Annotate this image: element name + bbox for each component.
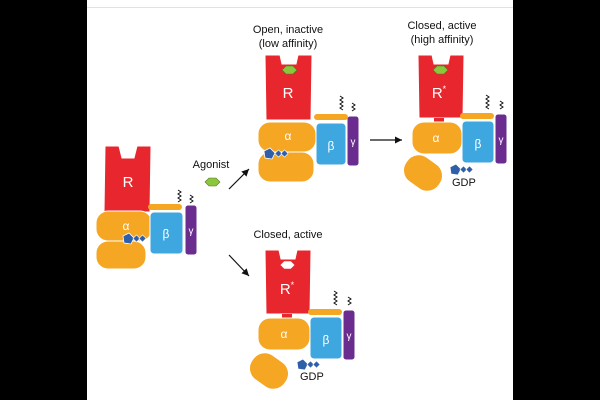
arrow-to-open: [228, 168, 250, 190]
alpha-label: α: [285, 129, 292, 143]
hexagon-icon: [279, 260, 296, 270]
receptor-label: R: [283, 85, 294, 102]
lipid-anchor-bar: [314, 114, 348, 120]
receptor-shape: [264, 54, 313, 121]
lipid-tail: [189, 194, 194, 204]
lipid-anchor-bar: [148, 204, 182, 210]
gamma-subunit: [342, 309, 356, 361]
phosphate-icons: [274, 149, 289, 158]
gdp-icon: [122, 232, 135, 245]
lipid-tail: [177, 189, 182, 203]
complex-inactive: R α β γ: [95, 145, 198, 270]
arrow-to-closed-bottom: [228, 254, 250, 277]
agonist-bound-icon: [432, 65, 449, 75]
lipid-anchor-bar: [460, 113, 494, 119]
agonist-bound-icon: [281, 65, 298, 75]
gamma-label: γ: [347, 331, 352, 342]
gamma-subunit: [494, 113, 508, 165]
closed-bottom-caption: Closed, active: [253, 229, 322, 241]
complex-closed-active-bottom: R* α β γ GDP: [249, 249, 356, 390]
alpha-label: α: [433, 131, 440, 145]
receptor-shape: [264, 249, 312, 315]
gamma-subunit: [184, 204, 198, 256]
receptor-active-label: R*: [432, 84, 447, 102]
beta-subunit: [461, 120, 495, 164]
beta-subunit: [309, 316, 343, 360]
receptor-shape: [417, 54, 465, 119]
gdp-icon: [449, 163, 462, 176]
alpha-label: α: [281, 327, 288, 341]
beta-subunit: [315, 122, 347, 166]
gdp-icon: [263, 147, 276, 160]
phosphate-icons: [459, 165, 474, 174]
phosphate-icons: [306, 360, 321, 369]
lipid-tail: [347, 296, 352, 306]
gdp-icon: [296, 358, 309, 371]
top-rule: [87, 7, 513, 8]
phosphate-icons: [132, 234, 147, 243]
gdp-label: GDP: [452, 177, 476, 189]
agonist-label: Agonist: [193, 159, 230, 171]
open-caption-line2: (low affinity): [259, 38, 317, 50]
complex-open-inactive: R α β γ: [257, 54, 360, 183]
lipid-tail: [499, 100, 504, 110]
lipid-tail: [485, 94, 490, 110]
gamma-subunit: [346, 115, 360, 167]
agonist-icon: [204, 177, 221, 187]
closed-top-caption-line2: (high affinity): [411, 34, 474, 46]
closed-top-caption-line1: Closed, active: [407, 20, 476, 32]
lipid-anchor-bar: [308, 309, 342, 315]
open-caption-line1: Open, inactive: [253, 24, 323, 36]
gamma-label: γ: [189, 226, 194, 237]
lipid-tail: [339, 95, 344, 111]
alpha-helical-domain: [249, 352, 289, 390]
beta-subunit: [149, 211, 184, 255]
gamma-label: γ: [351, 137, 356, 148]
beta-label: β: [163, 227, 170, 241]
complex-closed-active-top: R* α β γ GDP: [403, 54, 508, 192]
alpha-helical-domain: [403, 154, 443, 192]
lipid-tail: [351, 102, 356, 112]
lipid-tail: [333, 290, 338, 306]
receptor-label: R: [123, 174, 134, 191]
receptor-active-label: R*: [280, 280, 295, 298]
alpha-label: α: [123, 219, 130, 233]
beta-label: β: [323, 333, 330, 347]
beta-label: β: [475, 137, 482, 151]
alpha-lower-domain: [95, 240, 147, 270]
gdp-label: GDP: [300, 371, 324, 383]
beta-label: β: [328, 139, 335, 153]
gamma-label: γ: [499, 135, 504, 146]
